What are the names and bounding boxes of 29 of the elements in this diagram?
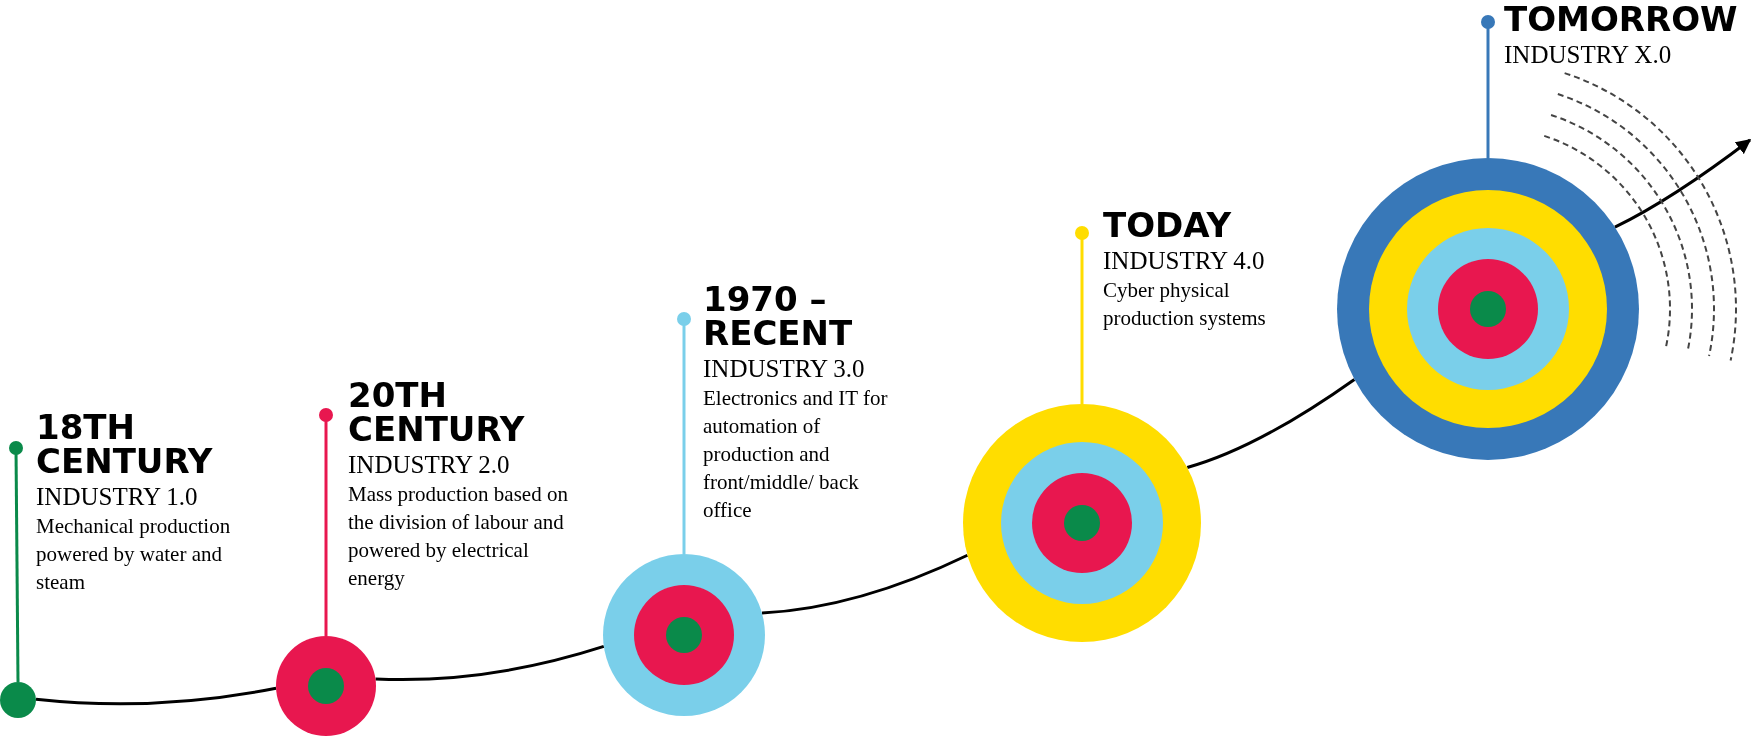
description-text: Cyber physical production systems <box>1103 277 1267 332</box>
description-text: Electronics and IT for automation of production and front/middle/ back office <box>703 385 888 524</box>
leader-line <box>319 408 333 636</box>
description-text: Mass production based on the division of labour and powered by electrical energy <box>348 481 569 592</box>
concentric-rings-drawing <box>1337 158 1639 460</box>
timeline-curve <box>761 553 969 615</box>
dot-icon <box>0 682 36 718</box>
concentric-rings-drawing <box>963 404 1201 642</box>
era-heading: TODAY <box>1103 208 1231 242</box>
timeline-curve <box>35 686 277 706</box>
industry-label: INDUSTRY 2.0 <box>348 450 510 480</box>
era-heading: 20TH CENTURY <box>348 378 526 446</box>
era-heading: 1970 – RECENT <box>703 282 854 350</box>
timeline-curve <box>1186 378 1356 469</box>
industry-label: INDUSTRY 1.0 <box>36 482 198 512</box>
leader-line <box>9 441 23 682</box>
concentric-rings-drawing <box>276 636 376 736</box>
era-heading: 18TH CENTURY <box>36 410 214 478</box>
leader-line <box>1481 15 1495 158</box>
era-heading: TOMORROW <box>1504 2 1738 36</box>
industry-label: INDUSTRY 4.0 <box>1103 246 1265 276</box>
arrow <box>1614 138 1752 229</box>
leader-line <box>677 312 691 554</box>
description-text: Mechanical production powered by water and steam <box>36 513 232 596</box>
leader-line <box>1075 226 1089 404</box>
timeline-curve <box>375 645 605 681</box>
industry-label: INDUSTRY 3.0 <box>703 354 865 384</box>
concentric-rings-drawing <box>603 554 765 716</box>
industry-label: INDUSTRY X.0 <box>1504 40 1672 70</box>
